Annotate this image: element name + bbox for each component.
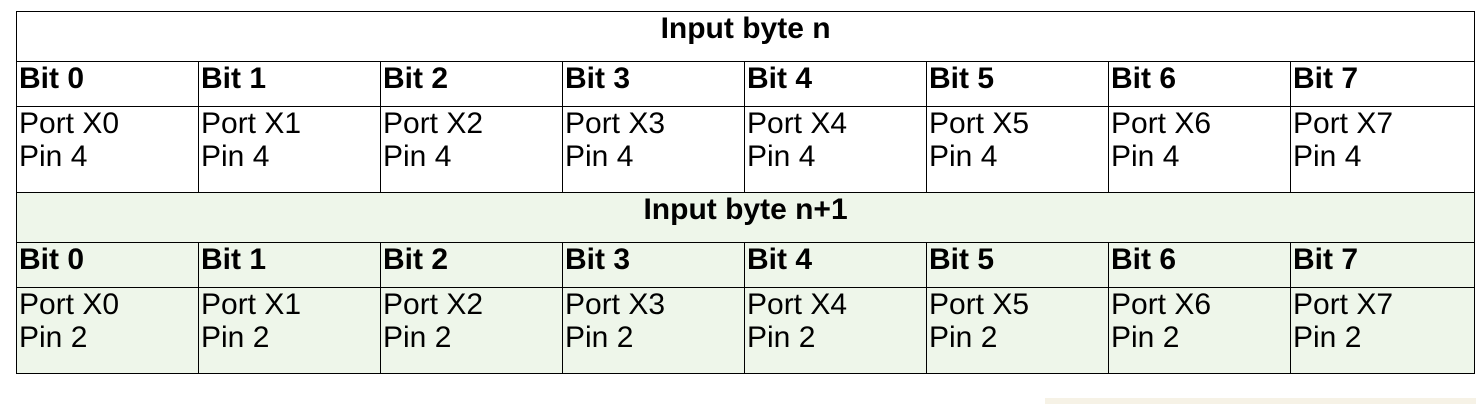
port-label: Port X1 xyxy=(201,107,302,141)
clipped-heading xyxy=(0,0,1476,10)
pin-label: Pin 4 xyxy=(747,140,816,173)
pin-label: Pin 2 xyxy=(929,321,998,354)
bit-header-cell: Bit 3 xyxy=(562,242,745,288)
bit-header-cell: Bit 5 xyxy=(926,61,1109,107)
bit-header-cell: Bit 1 xyxy=(198,61,381,107)
port-label: Port X2 xyxy=(383,107,484,141)
port-label: Port X1 xyxy=(201,288,302,322)
pin-label: Pin 4 xyxy=(383,140,452,173)
pin-label: Pin 4 xyxy=(19,140,88,173)
pin-label: Pin 2 xyxy=(1293,321,1362,354)
bit-header-cell: Bit 3 xyxy=(562,61,745,107)
port-label: Port X6 xyxy=(1111,107,1212,141)
port-label: Port X5 xyxy=(929,107,1030,141)
pin-label: Pin 4 xyxy=(565,140,634,173)
pin-label: Pin 2 xyxy=(201,321,270,354)
bit-header-cell: Bit 6 xyxy=(1108,61,1291,107)
pin-label: Pin 2 xyxy=(747,321,816,354)
port-label: Port X2 xyxy=(383,288,484,322)
byte-title: Input byte n+1 xyxy=(15,192,1476,243)
pin-label: Pin 2 xyxy=(383,321,452,354)
pin-label: Pin 2 xyxy=(1111,321,1180,354)
bit-header-cell: Bit 6 xyxy=(1108,242,1291,288)
port-label: Port X7 xyxy=(1293,107,1394,141)
pin-label: Pin 4 xyxy=(1293,140,1362,173)
pin-label: Pin 2 xyxy=(19,321,88,354)
port-label: Port X7 xyxy=(1293,288,1394,322)
port-label: Port X5 xyxy=(929,288,1030,322)
byte-title-row: Input byte n+1 xyxy=(15,192,1476,243)
port-label: Port X4 xyxy=(747,107,848,141)
port-label: Port X4 xyxy=(747,288,848,322)
bit-header-cell: Bit 0 xyxy=(16,242,199,288)
port-label: Port X3 xyxy=(565,107,666,141)
pin-label: Pin 4 xyxy=(1111,140,1180,173)
bit-header-cell: Bit 7 xyxy=(1289,61,1476,107)
pin-label: Pin 4 xyxy=(929,140,998,173)
bit-header-cell: Bit 2 xyxy=(380,242,563,288)
port-label: Port X0 xyxy=(19,288,120,322)
bit-header-cell: Bit 5 xyxy=(926,242,1109,288)
page-footer-strip xyxy=(1045,398,1476,404)
port-label: Port X6 xyxy=(1111,288,1212,322)
byte-title: Input byte n xyxy=(15,11,1476,62)
bit-header-cell: Bit 2 xyxy=(380,61,563,107)
pin-label: Pin 4 xyxy=(201,140,270,173)
bit-header-cell: Bit 4 xyxy=(744,61,927,107)
pin-label: Pin 2 xyxy=(565,321,634,354)
bit-header-cell: Bit 4 xyxy=(744,242,927,288)
bit-header-cell: Bit 0 xyxy=(16,61,199,107)
byte-title-row: Input byte n xyxy=(15,11,1476,62)
bit-header-cell: Bit 7 xyxy=(1289,242,1476,288)
bit-header-cell: Bit 1 xyxy=(198,242,381,288)
port-label: Port X0 xyxy=(19,107,120,141)
port-label: Port X3 xyxy=(565,288,666,322)
